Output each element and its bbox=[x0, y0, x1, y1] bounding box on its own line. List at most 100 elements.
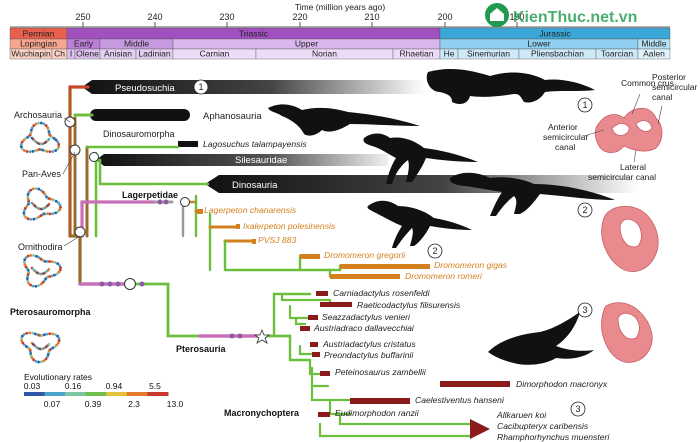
lagerpetidae-label: Lagerpetidae bbox=[122, 190, 178, 200]
number-1-badge bbox=[193, 79, 209, 95]
legend-label-top: 0.16 bbox=[65, 381, 82, 391]
legend-swatch bbox=[24, 392, 46, 396]
austriadactylus-label: Austriadactylus cristatus bbox=[322, 339, 416, 349]
legend-label-top: 0.03 bbox=[24, 381, 41, 391]
dotted-ear-2 bbox=[22, 187, 62, 221]
number-1-right: 1 bbox=[582, 100, 587, 110]
pseudosuchia-label: Pseudosuchia bbox=[115, 83, 175, 94]
dotted-ear-4 bbox=[20, 331, 61, 364]
legend-label-bottom: 0.07 bbox=[44, 399, 61, 409]
tick-label: 250 bbox=[75, 12, 90, 22]
number-1-badge-right bbox=[577, 97, 593, 113]
seazzadactylus-label: Seazzadactylus venieri bbox=[322, 312, 411, 322]
number-2-badge-right bbox=[577, 202, 593, 218]
inner-ear-model-2 bbox=[601, 205, 659, 272]
legend-swatch bbox=[106, 392, 128, 396]
time-axis-ticks: 250 240 230 220 210 200 190 bbox=[75, 12, 525, 27]
timescale-label: Olene bbox=[76, 49, 99, 59]
archosauria-label: Archosauria bbox=[14, 110, 62, 120]
canal-leader-lines bbox=[583, 93, 663, 163]
number-3-right: 3 bbox=[582, 305, 587, 315]
theropod-silhouette bbox=[449, 172, 615, 216]
legend-label-top: 5.5 bbox=[149, 381, 161, 391]
ancestral-inner-ear-dots bbox=[19, 121, 62, 364]
legend-swatch bbox=[85, 392, 107, 396]
common-crus-label: Common crus bbox=[621, 78, 674, 88]
tick-label: 240 bbox=[147, 12, 162, 22]
pterosauromorpha-label: Pterosauromorpha bbox=[10, 307, 92, 317]
aphanosauria-label: Aphanosauria bbox=[203, 111, 262, 122]
number-1: 1 bbox=[198, 82, 203, 92]
pseudosuchia-bar: Pseudosuchia 1 bbox=[82, 79, 425, 95]
silhouettes bbox=[268, 69, 615, 365]
number-3-badge-tree bbox=[570, 401, 586, 417]
timescale-label: Permian bbox=[23, 29, 55, 39]
timescale-label: Anisian bbox=[104, 49, 132, 59]
legend-swatch bbox=[147, 392, 169, 396]
legend-label-bottom: 0.39 bbox=[85, 399, 102, 409]
legend-swatch bbox=[126, 392, 148, 396]
tick-label: 190 bbox=[509, 12, 524, 22]
inner-ear-models bbox=[594, 107, 663, 363]
timescale-label: Lower bbox=[527, 39, 550, 49]
timescale-label: Middle bbox=[124, 39, 149, 49]
timescale-label: Ch bbox=[54, 49, 65, 59]
lagosuchus-bar bbox=[178, 141, 198, 147]
dinosauromorpha-label: Dinosauromorpha bbox=[103, 129, 175, 139]
pvsj-label: PVSJ 883 bbox=[258, 235, 296, 245]
timescale-label: He bbox=[444, 49, 455, 59]
branch-dots bbox=[99, 199, 243, 339]
legend-color-bar bbox=[24, 392, 169, 396]
timescale-label: Toarcian bbox=[601, 49, 633, 59]
dromomeron-romeri-label: Dromomeron romeri bbox=[405, 271, 483, 281]
legend-swatch bbox=[44, 392, 66, 396]
timescale-label: Jurassic bbox=[539, 29, 571, 39]
watermark-text: KienThuc.net.vn bbox=[513, 9, 637, 26]
legend-title: Evolutionary rates bbox=[24, 372, 92, 382]
silesauridae-bar: Silesauridae bbox=[96, 154, 388, 166]
inner-ear-model-1 bbox=[594, 107, 663, 153]
ixalerpeton-label: Ixalerpeton polesinensis bbox=[243, 221, 336, 231]
cacibupteryx-label: Cacibupteryx caribensis bbox=[497, 421, 589, 431]
tick-label: 210 bbox=[364, 12, 379, 22]
macronychoptera-label: Macronychoptera bbox=[224, 408, 300, 418]
inner-ear-model-3 bbox=[601, 302, 653, 363]
timescale-label: Middle bbox=[641, 39, 666, 49]
timescale-label: Ladinian bbox=[138, 49, 170, 59]
dotted-ear-3 bbox=[22, 253, 62, 288]
peteinosaurus-label: Peteinosaurus zambellii bbox=[335, 367, 427, 377]
pan-aves-label: Pan-Aves bbox=[22, 169, 61, 179]
caelestiventus-label: Caelestiventus hanseni bbox=[415, 395, 505, 405]
dotted-ear-1 bbox=[19, 121, 61, 154]
number-3-tree: 3 bbox=[575, 404, 580, 414]
tick-label: 220 bbox=[292, 12, 307, 22]
clade-node-markers bbox=[64, 116, 271, 344]
time-axis-title: Time (million years ago) bbox=[295, 2, 386, 12]
ornithodira-label: Ornithodira bbox=[18, 242, 63, 252]
timescale-label: Wuchiapin bbox=[11, 49, 51, 59]
number-3-badge-right bbox=[577, 302, 593, 318]
timescale-label: Early bbox=[74, 39, 94, 49]
pterosaur-silhouette bbox=[488, 312, 594, 365]
rhamphorhynchus-label: Rhamphorhynchus muensteri bbox=[497, 432, 610, 442]
aphanosaur-silhouette bbox=[268, 104, 420, 136]
austriadraco-label: Austriadraco dallavecchiai bbox=[313, 323, 415, 333]
allkaruen-label: Allkaruen koi bbox=[496, 410, 547, 420]
preondactylus-label: Preondactylus buffarinii bbox=[324, 350, 414, 360]
tick-label: 200 bbox=[437, 12, 452, 22]
silesauridae-label: Silesauridae bbox=[235, 155, 287, 166]
dromomeron-gregorii-label: Dromomeron gregorii bbox=[324, 250, 406, 260]
dinosauromorph-silhouette bbox=[363, 133, 478, 184]
legend-swatch bbox=[65, 392, 87, 396]
number-2-badge-tree bbox=[427, 243, 443, 259]
carniadactylus-label: Carniadactylus rosenfeldi bbox=[333, 288, 431, 298]
lagerpeton-label: Lagerpeton chanarensis bbox=[204, 205, 297, 215]
tick-label: 230 bbox=[219, 12, 234, 22]
raeticodactylus-label: Raeticodactylus filisurensis bbox=[357, 300, 461, 310]
timescale-label: Carnian bbox=[200, 49, 230, 59]
